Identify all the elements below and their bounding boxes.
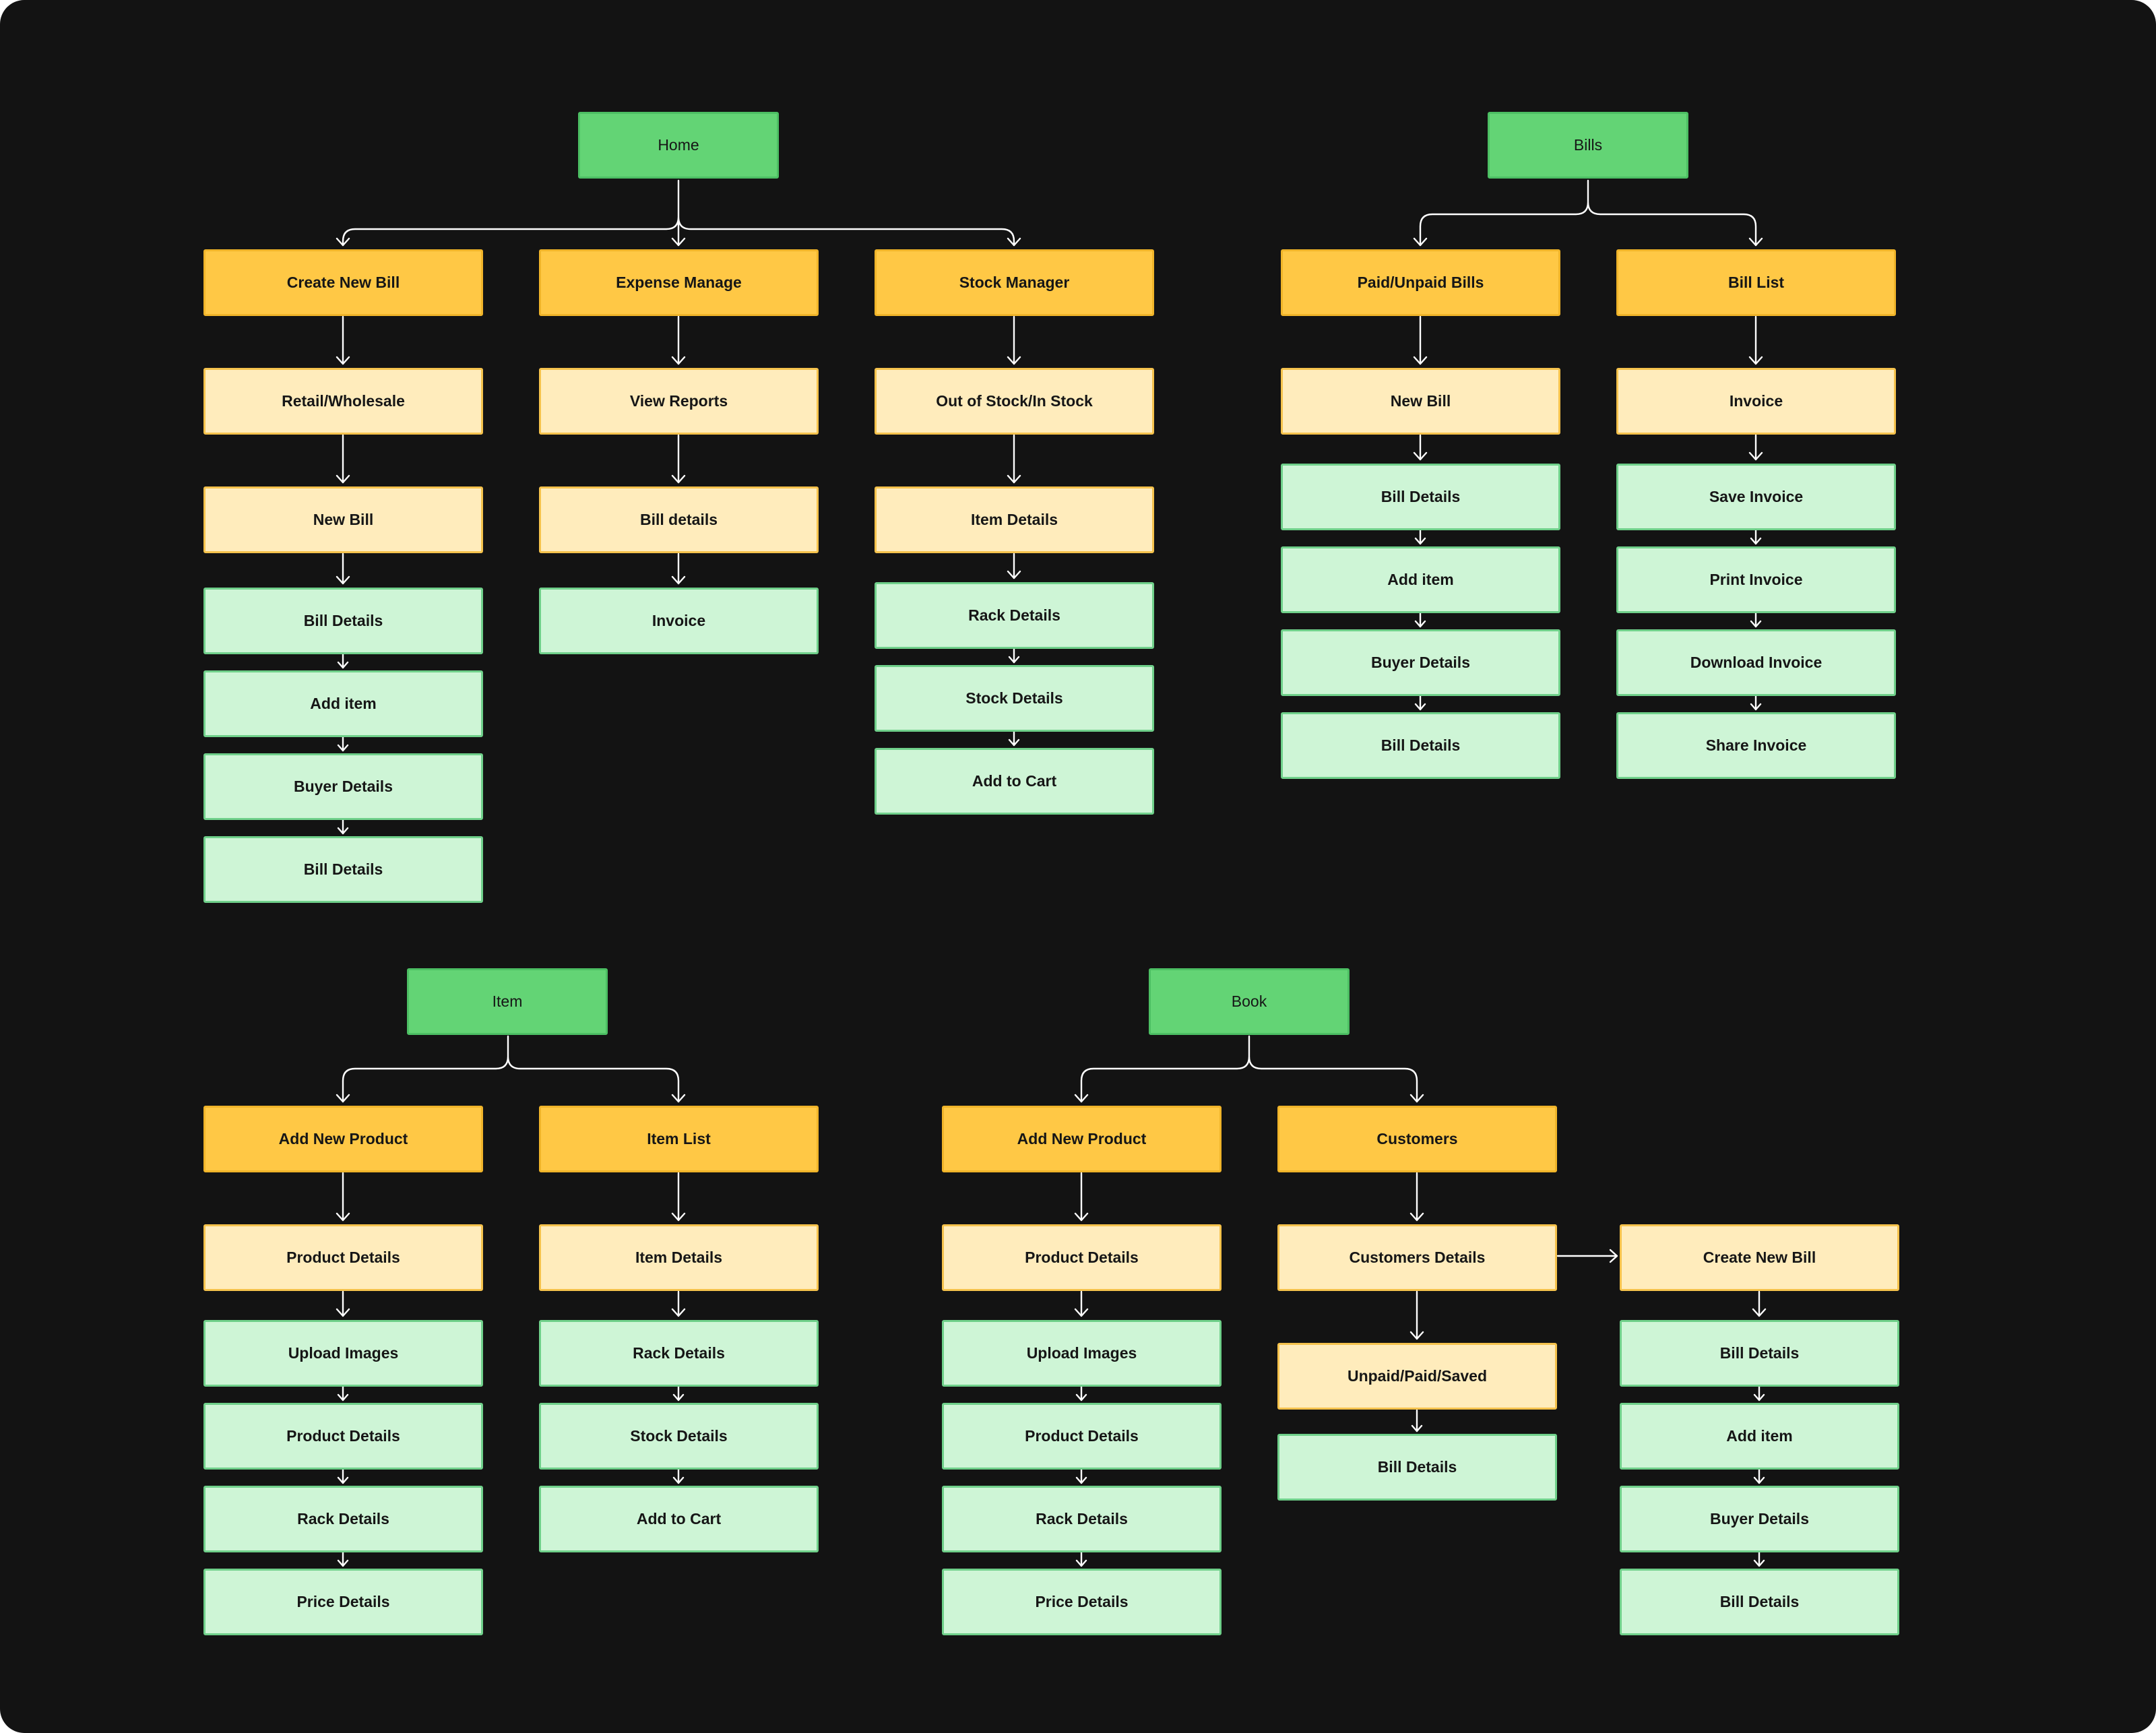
arrowheads-home bbox=[336, 237, 1021, 247]
arrowheads-book-cnb bbox=[1752, 1308, 1767, 1567]
node-bills-add-item[interactable]: Add item bbox=[1281, 546, 1560, 613]
node-home-buyer-details[interactable]: Buyer Details bbox=[203, 753, 483, 820]
node-item-price-details[interactable]: Price Details bbox=[203, 1569, 483, 1635]
node-expense-bill-details[interactable]: Bill details bbox=[539, 486, 819, 553]
node-home-new-bill[interactable]: New Bill bbox=[203, 486, 483, 553]
node-item-list-stock-details[interactable]: Stock Details bbox=[539, 1403, 819, 1470]
arrowheads-billlist bbox=[1748, 356, 1763, 711]
node-book-cnb-add-item[interactable]: Add item bbox=[1620, 1403, 1899, 1470]
node-item-list-item-details[interactable]: Item Details bbox=[539, 1224, 819, 1291]
node-book-rack-details[interactable]: Rack Details bbox=[942, 1486, 1222, 1552]
node-home-bill-details-1[interactable]: Bill Details bbox=[203, 588, 483, 654]
node-bills-new-bill[interactable]: New Bill bbox=[1281, 368, 1560, 435]
node-item-list-add-to-cart[interactable]: Add to Cart bbox=[539, 1486, 819, 1552]
connector-book-branch bbox=[1080, 1035, 1418, 1103]
arrowheads-stock bbox=[1007, 356, 1021, 747]
node-bills-bill-details-1[interactable]: Bill Details bbox=[1281, 464, 1560, 530]
node-retail-wholesale[interactable]: Retail/Wholesale bbox=[203, 368, 483, 435]
arrowheads-book bbox=[1074, 1094, 1424, 1103]
node-item-product-details-2[interactable]: Product Details bbox=[203, 1403, 483, 1470]
node-book-product-details-1[interactable]: Product Details bbox=[942, 1224, 1222, 1291]
connector-item-branch bbox=[342, 1035, 680, 1103]
node-home-add-item[interactable]: Add item bbox=[203, 670, 483, 737]
node-stock-item-details[interactable]: Item Details bbox=[875, 486, 1154, 553]
node-print-invoice[interactable]: Print Invoice bbox=[1616, 546, 1896, 613]
node-unpaid-paid-saved[interactable]: Unpaid/Paid/Saved bbox=[1277, 1343, 1557, 1410]
node-item-list-rack-details[interactable]: Rack Details bbox=[539, 1320, 819, 1387]
arrowheads-item-anp bbox=[336, 1212, 350, 1567]
node-stock-manager[interactable]: Stock Manager bbox=[875, 249, 1154, 316]
node-customers-details[interactable]: Customers Details bbox=[1277, 1224, 1557, 1291]
node-book-upload-images[interactable]: Upload Images bbox=[942, 1320, 1222, 1387]
arrowheads-expense bbox=[671, 356, 686, 585]
node-paid-unpaid-bills[interactable]: Paid/Unpaid Bills bbox=[1281, 249, 1560, 316]
connector-customers-to-cnb bbox=[1556, 1249, 1618, 1263]
node-create-new-bill[interactable]: Create New Bill bbox=[203, 249, 483, 316]
node-download-invoice[interactable]: Download Invoice bbox=[1616, 629, 1896, 696]
node-expense-manage[interactable]: Expense Manage bbox=[539, 249, 819, 316]
node-item-product-details-1[interactable]: Product Details bbox=[203, 1224, 483, 1291]
node-home[interactable]: Home bbox=[578, 112, 779, 179]
node-item-list[interactable]: Item List bbox=[539, 1106, 819, 1172]
arrowheads-item bbox=[336, 1094, 686, 1103]
node-bill-list[interactable]: Bill List bbox=[1616, 249, 1896, 316]
node-item-rack-details[interactable]: Rack Details bbox=[203, 1486, 483, 1552]
arrowheads-paid bbox=[1413, 356, 1428, 711]
node-expense-invoice[interactable]: Invoice bbox=[539, 588, 819, 654]
node-bills-bill-details-2[interactable]: Bill Details bbox=[1281, 712, 1560, 779]
node-book-add-new-product[interactable]: Add New Product bbox=[942, 1106, 1222, 1172]
arrowheads-bills bbox=[1413, 237, 1763, 247]
node-stock-rack-details[interactable]: Rack Details bbox=[875, 582, 1154, 649]
node-out-of-stock[interactable]: Out of Stock/In Stock bbox=[875, 368, 1154, 435]
node-save-invoice[interactable]: Save Invoice bbox=[1616, 464, 1896, 530]
node-home-bill-details-2[interactable]: Bill Details bbox=[203, 836, 483, 903]
node-bills-buyer-details[interactable]: Buyer Details bbox=[1281, 629, 1560, 696]
node-stock-stock-details[interactable]: Stock Details bbox=[875, 665, 1154, 732]
node-stock-add-to-cart[interactable]: Add to Cart bbox=[875, 748, 1154, 815]
arrowheads-cnb bbox=[336, 356, 350, 835]
node-item-add-new-product[interactable]: Add New Product bbox=[203, 1106, 483, 1172]
node-book-price-details[interactable]: Price Details bbox=[942, 1569, 1222, 1635]
arrowheads-book-anp bbox=[1074, 1212, 1089, 1567]
node-customers[interactable]: Customers bbox=[1277, 1106, 1557, 1172]
node-book-cnb-bill-details-1[interactable]: Bill Details bbox=[1620, 1320, 1899, 1387]
node-book-create-new-bill[interactable]: Create New Bill bbox=[1620, 1224, 1899, 1291]
node-item-upload-images[interactable]: Upload Images bbox=[203, 1320, 483, 1387]
node-view-reports[interactable]: View Reports bbox=[539, 368, 819, 435]
connector-bills-branch bbox=[1419, 179, 1757, 247]
node-share-invoice[interactable]: Share Invoice bbox=[1616, 712, 1896, 779]
arrowheads-customers bbox=[1409, 1212, 1424, 1432]
node-book-cnb-bill-details-2[interactable]: Bill Details bbox=[1620, 1569, 1899, 1635]
node-book-cnb-buyer-details[interactable]: Buyer Details bbox=[1620, 1486, 1899, 1552]
node-book-product-details-2[interactable]: Product Details bbox=[942, 1403, 1222, 1470]
arrowheads-itemlist bbox=[671, 1212, 686, 1484]
node-customers-bill-details[interactable]: Bill Details bbox=[1277, 1434, 1557, 1501]
connector-home-branch bbox=[342, 179, 1015, 247]
node-bills[interactable]: Bills bbox=[1488, 112, 1688, 179]
node-bills-invoice[interactable]: Invoice bbox=[1616, 368, 1896, 435]
node-item[interactable]: Item bbox=[407, 968, 608, 1035]
node-book[interactable]: Book bbox=[1149, 968, 1350, 1035]
